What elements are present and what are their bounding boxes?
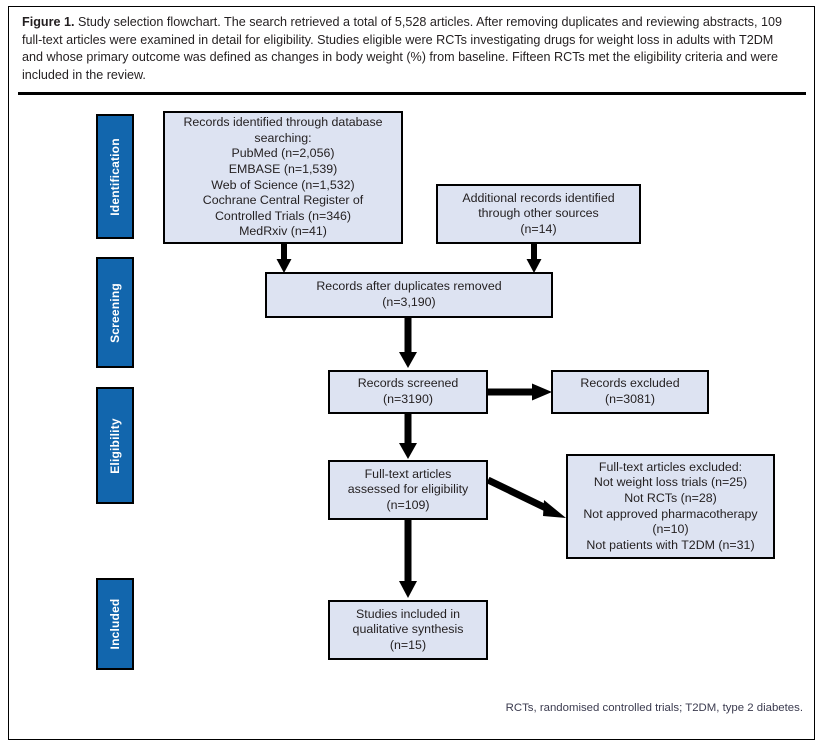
box-fulltext-assessed-text: Full-text articles assessed for eligibil…: [347, 466, 469, 512]
arrow-fulltext-to-excluded: [486, 476, 572, 526]
box-duplicates-removed-text: Records after duplicates removed (n=3,19…: [316, 279, 502, 309]
stage-tab-eligibility-label: Eligibility: [108, 417, 122, 474]
arrow-screened-to-excluded: [486, 376, 556, 410]
stage-tab-screening: Screening: [96, 257, 134, 368]
figure-caption: Figure 1. Study selection flowchart. The…: [22, 14, 794, 84]
figure-footnote: RCTs, randomised controlled trials; T2DM…: [505, 702, 803, 714]
arrow-screened-to-fulltext: [394, 412, 434, 464]
stage-tab-eligibility: Eligibility: [96, 387, 134, 504]
box-duplicates-removed: Records after duplicates removed (n=3,19…: [265, 272, 553, 318]
box-database-records: Records identified through database sear…: [163, 111, 403, 244]
box-records-screened: Records screened (n=3190): [328, 370, 488, 414]
box-records-excluded-text: Records excluded (n=3081): [580, 376, 680, 406]
box-fulltext-excluded-text: Full-text articles excluded: Not weight …: [583, 459, 758, 552]
box-studies-included-text: Studies included in qualitative synthesi…: [352, 606, 464, 652]
box-additional-records: Additional records identified through ot…: [436, 184, 641, 244]
box-database-records-text: Records identified through database sear…: [183, 115, 383, 239]
stage-tab-included: Included: [96, 578, 134, 670]
figure-label: Figure 1.: [22, 15, 75, 29]
stage-tab-included-label: Included: [108, 598, 122, 650]
stage-tab-identification-label: Identification: [108, 137, 122, 216]
arrow-duplicates-to-screened: [394, 316, 434, 374]
box-studies-included: Studies included in qualitative synthesi…: [328, 600, 488, 660]
figure-caption-text: Study selection flowchart. The search re…: [22, 15, 782, 82]
box-fulltext-assessed: Full-text articles assessed for eligibil…: [328, 460, 488, 520]
box-records-excluded: Records excluded (n=3081): [551, 370, 709, 414]
box-records-screened-text: Records screened (n=3190): [357, 376, 459, 406]
stage-tab-identification: Identification: [96, 114, 134, 239]
caption-divider: [18, 92, 806, 95]
stage-tab-screening-label: Screening: [108, 282, 122, 343]
box-additional-records-text: Additional records identified through ot…: [462, 190, 615, 236]
arrow-fulltext-to-included: [394, 518, 434, 604]
box-fulltext-excluded: Full-text articles excluded: Not weight …: [566, 454, 775, 559]
